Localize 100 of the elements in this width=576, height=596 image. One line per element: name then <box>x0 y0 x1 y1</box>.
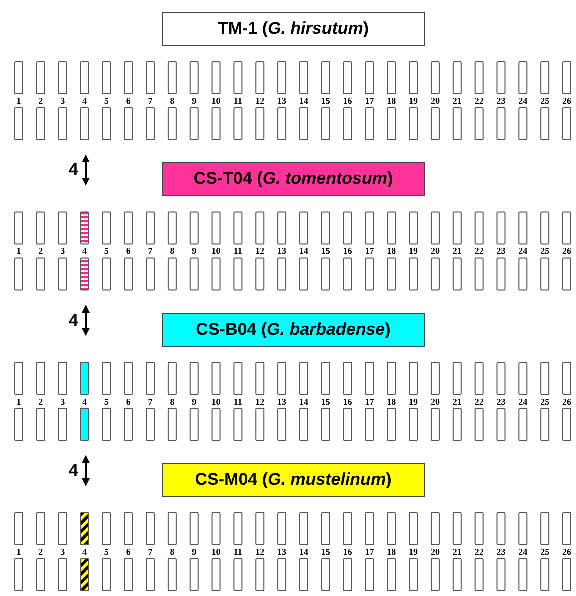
chromosome-number: 9 <box>191 546 198 557</box>
chromosome-number: 13 <box>276 546 288 557</box>
chromosome-number: 9 <box>191 396 198 407</box>
chromosome-number: 11 <box>232 546 244 557</box>
chromosome-number: 24 <box>518 96 529 106</box>
chromosome-number: 21 <box>452 96 463 106</box>
chromosome-number: 12 <box>254 396 266 407</box>
chromosome-number: 14 <box>298 246 310 256</box>
chromosome-number: 19 <box>408 96 420 106</box>
chromosome-number: 3 <box>60 546 66 557</box>
chromosome-number: 25 <box>540 396 551 407</box>
title-box: CS-T04 (G. tomentosum) <box>162 162 425 196</box>
chromosome-number: 10 <box>210 396 222 407</box>
chromosome-number: 19 <box>408 546 420 557</box>
chromosome-number: 20 <box>430 546 441 557</box>
chromosome-number: 21 <box>452 246 463 256</box>
chromosome-number: 23 <box>496 546 507 557</box>
chromosome-number: 26 <box>562 96 572 106</box>
chromosome-number: 18 <box>386 396 398 407</box>
chromosome-number: 11 <box>232 396 244 407</box>
chromosome-number: 26 <box>562 396 572 407</box>
chromosome-number: 5 <box>103 246 110 256</box>
chromosome-number: 2 <box>38 396 44 407</box>
chromosome-number: 21 <box>452 396 463 407</box>
chromosome-number: 15 <box>320 246 332 256</box>
chromosome-number: 8 <box>169 546 176 557</box>
chromosome-number: 7 <box>147 396 154 407</box>
chromosome-number: 6 <box>125 246 132 256</box>
chromosome-number: 4 <box>82 546 88 557</box>
chromosome-number: 4 <box>82 96 88 106</box>
chromosome-number: 4 <box>69 161 78 180</box>
chromosome-number: 8 <box>169 96 176 106</box>
chromosome-number: 10 <box>210 96 222 106</box>
chromosome-number: 15 <box>320 96 332 106</box>
chromosome-number: 4 <box>69 312 78 330</box>
chromosome-number: 16 <box>342 246 354 256</box>
chromosome-number: 20 <box>430 96 441 106</box>
chromosome-number: 12 <box>254 546 266 557</box>
chromosome-number: 7 <box>147 96 154 106</box>
chromosome-number: 25 <box>540 546 551 557</box>
title-box: TM-1 (G. hirsutum) <box>162 12 425 46</box>
chromosome-number: 1 <box>16 246 22 256</box>
chromosome-number: 15 <box>320 546 332 557</box>
chromosome-number: 10 <box>210 546 222 557</box>
chromosome-number: 23 <box>496 246 507 256</box>
chromosome-number: 16 <box>342 546 354 557</box>
chromosome-number: 18 <box>386 246 398 256</box>
chromosome-number: 20 <box>430 396 441 407</box>
chromosome-number: 1 <box>16 396 22 407</box>
chromosome-number: 3 <box>60 246 66 256</box>
chromosome-number: 23 <box>496 96 507 106</box>
chromosome-number: 5 <box>103 546 110 557</box>
title-box: CS-M04 (G. mustelinum) <box>162 462 425 497</box>
chromosome-number: 2 <box>38 96 44 106</box>
chromosome-number: 26 <box>562 546 572 557</box>
chromosome-number: 23 <box>496 396 507 407</box>
chromosome-number: 5 <box>103 396 110 407</box>
chromosome-number: 7 <box>147 546 154 557</box>
chromosome-number: 15 <box>320 396 332 407</box>
chromosome-number: 22 <box>474 96 485 106</box>
chromosome-number: 26 <box>562 246 572 256</box>
chromosome-number: 20 <box>430 246 441 256</box>
chromosome-number: 13 <box>276 246 288 256</box>
chromosome-number: 6 <box>125 396 132 407</box>
chromosome-number: 10 <box>210 246 222 256</box>
chromosome-number: 6 <box>125 546 132 557</box>
chromosome-number: 16 <box>342 396 354 407</box>
chromosome-number: 4 <box>82 396 88 407</box>
chromosome-number: 12 <box>254 96 266 106</box>
chromosome-number: 4 <box>69 462 78 480</box>
chromosome-number: 1 <box>16 546 22 557</box>
chromosome-number: 25 <box>540 96 551 106</box>
chromosome-number: 2 <box>38 546 44 557</box>
chromosome-number: 16 <box>342 96 354 106</box>
chromosome-number: 17 <box>364 246 376 256</box>
chromosome-number: 19 <box>408 246 420 256</box>
chromosome-number: 8 <box>169 396 176 407</box>
chromosome-number: 25 <box>540 246 551 256</box>
chromosome-number: 19 <box>408 396 420 407</box>
chromosome-number: 24 <box>518 246 529 256</box>
chromosome-number: 1 <box>16 96 22 106</box>
chromosome-number: 17 <box>364 96 376 106</box>
chromosome-number: 9 <box>191 246 198 256</box>
chromosome-number: 7 <box>147 246 154 256</box>
chromosome-number: 18 <box>386 546 398 557</box>
chromosome-number: 13 <box>276 396 288 407</box>
chromosome-number: 9 <box>191 96 198 106</box>
chromosome-number: 14 <box>298 396 310 407</box>
chromosome-number: 22 <box>474 246 485 256</box>
chromosome-number: 22 <box>474 546 485 557</box>
chromosome-number: 4 <box>82 246 88 256</box>
chromosome-number: 11 <box>232 246 244 256</box>
chromosome-number: 18 <box>386 96 398 106</box>
chromosome-number: 3 <box>60 396 66 407</box>
chromosome-number: 14 <box>298 96 310 106</box>
chromosome-number: 24 <box>518 546 529 557</box>
chromosome-number: 13 <box>276 96 288 106</box>
chromosome-number: 6 <box>125 96 132 106</box>
chromosome-number: 11 <box>232 96 244 106</box>
chromosome-number: 5 <box>103 96 110 106</box>
